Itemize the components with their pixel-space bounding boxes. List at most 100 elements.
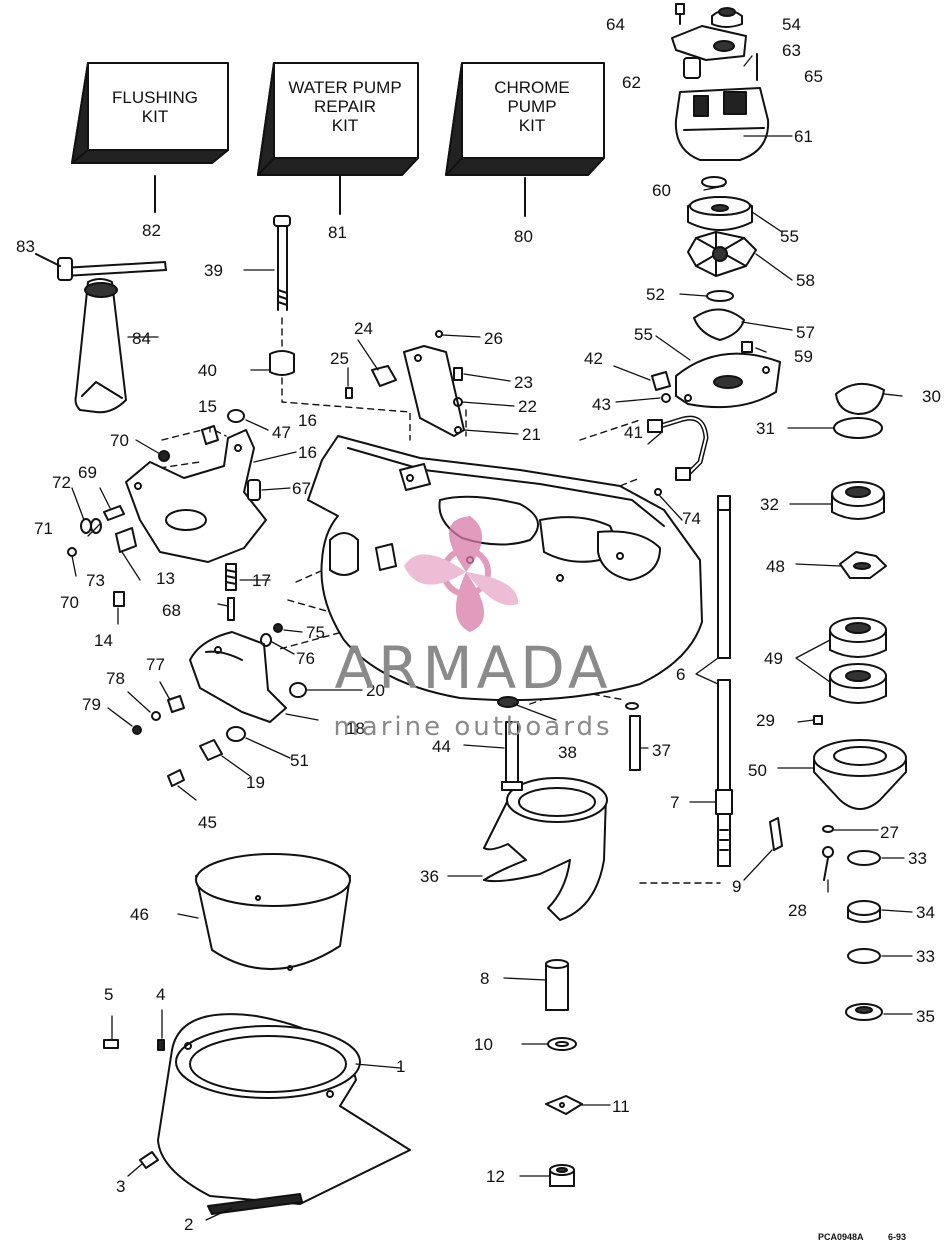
nut-4 (157, 1039, 165, 1051)
clip-24 (371, 365, 397, 387)
washer-75 (273, 623, 283, 633)
part-number-label: 20 (366, 681, 385, 700)
seal-33-bottom (847, 948, 881, 964)
part-number-label: 36 (420, 867, 439, 886)
part-number-label: 57 (796, 323, 815, 342)
washer-38 (497, 696, 639, 710)
tiller-bracket (403, 345, 465, 437)
screw-25 (345, 387, 353, 399)
part-number-label: 28 (788, 901, 807, 920)
flushing-kit-label: FLUSHING KIT (112, 88, 198, 126)
part-number-label: 74 (682, 509, 701, 528)
part-number-label: 38 (558, 743, 577, 762)
part-number-label: 50 (748, 761, 767, 780)
screw-69 (103, 505, 125, 521)
part-number-label: 49 (764, 649, 783, 668)
retaining-ring (835, 383, 885, 415)
part-number-label: 33 (908, 849, 927, 868)
part-number-label: 21 (522, 425, 541, 444)
part-number-label: 4 (156, 985, 165, 1004)
drawing-date: 6-93 (888, 1232, 907, 1242)
pin-72-73 (115, 527, 137, 553)
washer-27 (822, 825, 834, 833)
intake-housing (307, 435, 703, 702)
impeller-housing (483, 777, 608, 921)
part-number-label: 2 (184, 1215, 193, 1234)
part-number-label: 75 (306, 623, 325, 642)
part-number-label: 17 (252, 571, 271, 590)
jet-housing (157, 1013, 411, 1205)
part-number-label: 15 (198, 397, 217, 416)
part-number-label: 29 (756, 711, 775, 730)
washer-20 (289, 682, 307, 698)
part-number-label: 79 (82, 695, 101, 714)
screw-28 (822, 846, 834, 881)
part-number-label: 23 (514, 373, 533, 392)
part-number-label: 61 (794, 127, 813, 146)
part-number-label: 47 (272, 423, 291, 442)
part-number-label: 32 (760, 495, 779, 514)
bearing-housing-50 (813, 715, 907, 810)
part-number-label: 16 (298, 443, 317, 462)
part-number-label: 8 (480, 969, 489, 988)
drive-shaft (715, 495, 733, 867)
long-bolt (269, 215, 295, 376)
seal-35 (845, 1003, 883, 1021)
part-number-label: 22 (518, 397, 537, 416)
washer-10 (547, 1037, 577, 1051)
part-number-label: 3 (116, 1177, 125, 1196)
part-number-label: 1 (396, 1057, 405, 1076)
part-number-label: 44 (432, 737, 451, 756)
part-number-label: 43 (592, 395, 611, 414)
drawing-code: PCA0948A (818, 1232, 864, 1242)
part-number-label: 25 (330, 349, 349, 368)
screw-29 (813, 715, 823, 725)
part-number-label: 65 (804, 67, 823, 86)
washer-51 (226, 726, 246, 742)
liner (195, 853, 351, 971)
part-number-label: 31 (756, 419, 775, 438)
bearing-49-top (829, 617, 887, 658)
screw-14 (113, 591, 125, 607)
watermark-tagline: marine outboards (333, 712, 613, 742)
part-number-label: 40 (198, 361, 217, 380)
part-number-label: 14 (94, 631, 113, 650)
bolt-77 (167, 695, 185, 713)
nut-70b (67, 547, 77, 557)
plate-11 (545, 1095, 583, 1115)
nut-70a (158, 450, 170, 462)
washer-76 (260, 633, 272, 647)
part-number-label: 5 (104, 985, 113, 1004)
part-number-label: 30 (922, 387, 941, 406)
part-number-label: 81 (328, 223, 347, 242)
fitting-3 (139, 1151, 159, 1169)
part-number-label: 27 (880, 823, 899, 842)
part-number-label: 70 (110, 431, 129, 450)
part-number-label: 60 (652, 181, 671, 200)
part-number-label: 39 (204, 261, 223, 280)
washer-47 (227, 409, 245, 423)
part-number-label: 67 (292, 479, 311, 498)
lever-18 (189, 631, 287, 723)
watermark-brand: ARMADA (334, 634, 612, 702)
washer-43 (661, 393, 671, 403)
bearing-49-bottom (829, 663, 887, 704)
part-number-label: 70 (60, 593, 79, 612)
part-number-label: 51 (290, 751, 309, 770)
part-number-label: 73 (86, 571, 105, 590)
part-number-label: 33 (916, 947, 935, 966)
part-number-label: 12 (486, 1167, 505, 1186)
bushing-15 (201, 425, 219, 445)
bracket-13 (125, 429, 267, 563)
bolt-37 (629, 715, 641, 771)
strip-2 (207, 1193, 303, 1215)
nut-79 (132, 725, 142, 735)
grommet-42 (651, 371, 671, 391)
flushing-kit-box (71, 62, 229, 213)
watermark-propeller-logo (404, 516, 519, 632)
chrome-pump-kit-box (445, 62, 605, 217)
part-number-label: 41 (624, 423, 643, 442)
part-number-label: 48 (766, 557, 785, 576)
spacer-19 (199, 739, 223, 761)
